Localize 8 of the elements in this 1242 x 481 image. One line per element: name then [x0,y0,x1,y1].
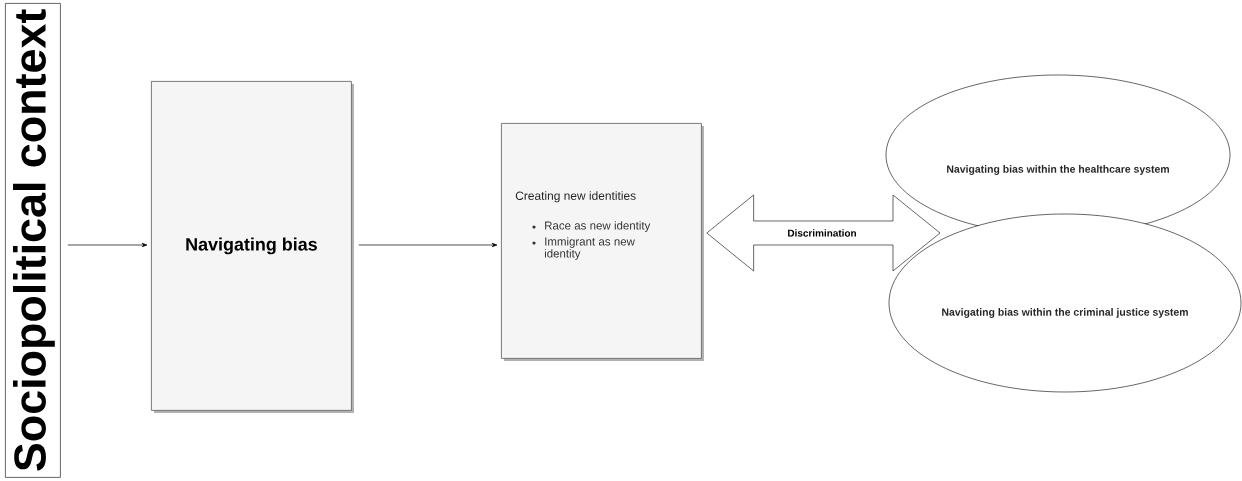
node-label: Navigating bias within the criminal justice system [942,308,1188,318]
rotated-label-box: Sociopolitical context [5,3,61,478]
arrow [67,242,148,248]
arrow [358,242,498,248]
process-box: Creating new identities Race as new identity Immigrant as new identity [501,123,704,361]
double-block-arrow [706,194,941,272]
process-box: Navigating bias [151,81,354,413]
edge-label: Discrimination [788,229,856,237]
